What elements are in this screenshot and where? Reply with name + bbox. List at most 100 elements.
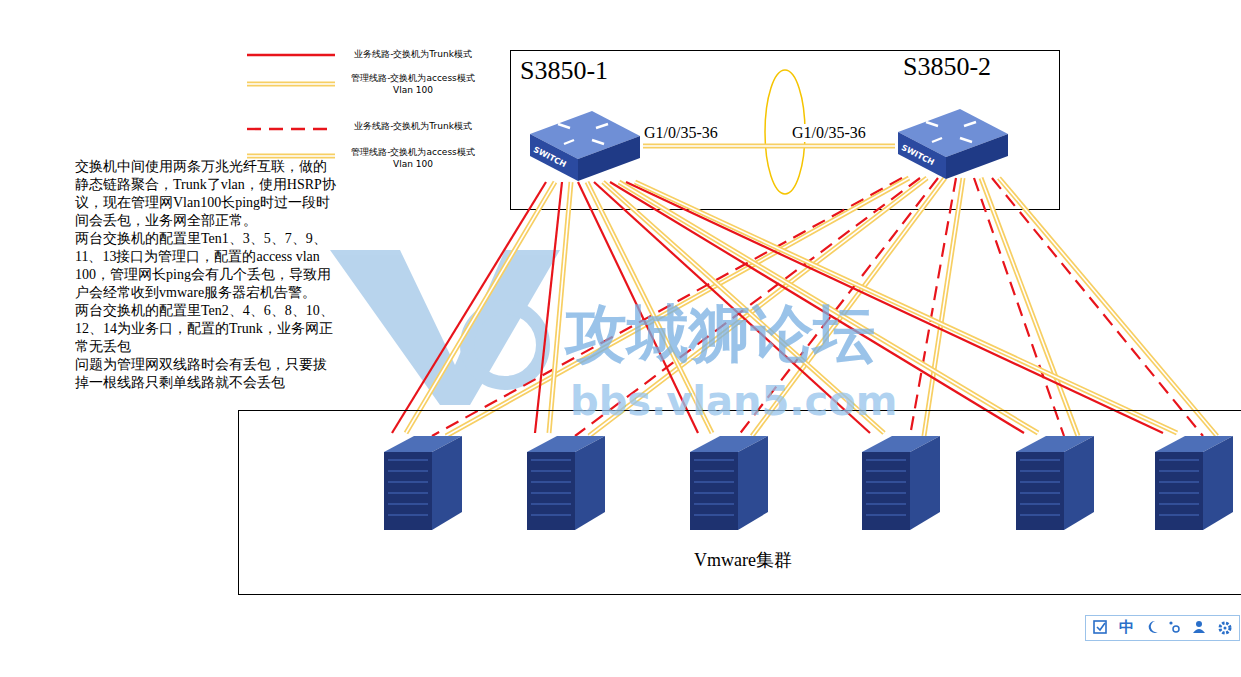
server-front xyxy=(1155,452,1203,530)
switch-front xyxy=(530,134,578,181)
watermark: bbs.vlan5.com xyxy=(570,378,897,424)
server-group xyxy=(384,436,1233,530)
cluster-label: Vmware集群 xyxy=(239,548,1241,572)
cluster-box: Vmware集群 xyxy=(238,410,1241,595)
toolbar-icon xyxy=(1193,629,1205,633)
trunk-line-dashed xyxy=(992,178,1203,436)
server-bay xyxy=(388,470,428,472)
server-bay xyxy=(694,503,734,505)
link-line xyxy=(643,144,895,149)
switch-arrow xyxy=(596,124,608,128)
server-side xyxy=(1064,436,1094,530)
server-front xyxy=(384,452,432,530)
server-bay xyxy=(1020,514,1060,516)
toolbar-icon xyxy=(1097,623,1105,630)
switch-node: S3850-1SWITCH xyxy=(518,56,643,184)
switch-arrow xyxy=(564,140,574,144)
switch-arrow xyxy=(932,138,942,142)
server-bay xyxy=(388,459,428,461)
access-line-dashed xyxy=(999,178,1217,436)
server-bay xyxy=(694,470,734,472)
access-line-dashed xyxy=(924,178,963,436)
server-bay xyxy=(694,481,734,483)
switch-icon xyxy=(898,104,1010,182)
server-bay xyxy=(694,514,734,516)
switch-arrow xyxy=(964,122,976,126)
server-bay xyxy=(531,514,571,516)
server-bay xyxy=(388,503,428,505)
link-line-core xyxy=(643,145,895,147)
logo-ring xyxy=(467,307,543,383)
note-block: 交换机中间使用两条万兆光纤互联，做的静态链路聚合，Trunk了vlan，使用HS… xyxy=(75,158,337,392)
device-name: S3850-2 xyxy=(903,52,991,82)
server-front xyxy=(690,452,738,530)
server-bay xyxy=(866,481,906,483)
server-side xyxy=(1203,436,1233,530)
access-line-dashed-core xyxy=(999,178,1217,436)
server-bay xyxy=(531,503,571,505)
legend-sample xyxy=(247,154,335,159)
switch-arrow xyxy=(926,122,938,126)
server-side xyxy=(432,436,462,530)
server-icon xyxy=(690,436,768,530)
server-bay xyxy=(866,492,906,494)
server-bay xyxy=(866,459,906,461)
legend-text: 业务线路-交换机为Trunk模式 xyxy=(343,120,483,132)
legend-sample xyxy=(247,54,335,56)
logo-v xyxy=(330,250,560,405)
server-bay xyxy=(1159,514,1199,516)
server-bay xyxy=(1159,503,1199,505)
server-bay xyxy=(1159,492,1199,494)
legend-sample-core xyxy=(247,83,335,85)
switch-arrow xyxy=(592,140,604,144)
toolbar-icon xyxy=(1094,621,1106,633)
server-bay xyxy=(388,492,428,494)
toolbar-frame xyxy=(1086,616,1240,641)
server-icon xyxy=(384,436,462,530)
server-bay xyxy=(1020,503,1060,505)
toolbar-icon xyxy=(1173,626,1179,632)
toolbar-icon xyxy=(1196,621,1202,627)
legend-text: 管理线路-交换机为access模式 Vlan 100 xyxy=(343,146,483,170)
access-line xyxy=(406,182,555,433)
server-bay xyxy=(531,470,571,472)
server-bay xyxy=(866,470,906,472)
switch-arrow xyxy=(960,138,972,142)
legend-text: 业务线路-交换机为Trunk模式 xyxy=(343,48,483,60)
server-bay xyxy=(1159,481,1199,483)
switch-icon xyxy=(530,106,642,184)
toolbar-icon xyxy=(1224,627,1227,630)
port-label: G1/0/35-36 xyxy=(642,124,720,142)
switch-front xyxy=(898,132,946,179)
toolbar-text: 中 xyxy=(1119,618,1134,637)
switch-side xyxy=(946,134,1008,179)
server-bay xyxy=(531,459,571,461)
server-front xyxy=(1016,452,1064,530)
server-front xyxy=(527,452,575,530)
server-bay xyxy=(388,481,428,483)
switch-side xyxy=(578,136,640,181)
server-bay xyxy=(1020,459,1060,461)
watermark: 攻城狮论坛 xyxy=(565,292,875,376)
server-icon xyxy=(1016,436,1094,530)
trunk-line-dashed xyxy=(910,178,956,436)
toolbar-icon xyxy=(1169,621,1172,624)
legend-text: 管理线路-交换机为access模式 Vlan 100 xyxy=(343,72,483,96)
server-side xyxy=(738,436,768,530)
toolbar-icon xyxy=(1220,623,1230,633)
toolbar xyxy=(1086,616,1240,641)
note-text: 问题为管理网双线路时会有丢包，只要拔掉一根线路只剩单线路就不会丢包 xyxy=(75,356,337,392)
server-bay xyxy=(1020,481,1060,483)
server-front xyxy=(862,452,910,530)
server-icon xyxy=(862,436,940,530)
legend-sample xyxy=(247,82,335,87)
server-icon xyxy=(1155,436,1233,530)
trunk-line-dashed xyxy=(974,178,1064,436)
switch-node: S3850-2SWITCH xyxy=(895,52,1020,182)
server-bay xyxy=(388,514,428,516)
server-bay xyxy=(866,503,906,505)
server-bay xyxy=(1159,459,1199,461)
server-bay xyxy=(694,492,734,494)
watermark-logo xyxy=(330,250,560,405)
aggregated-link xyxy=(643,146,895,147)
